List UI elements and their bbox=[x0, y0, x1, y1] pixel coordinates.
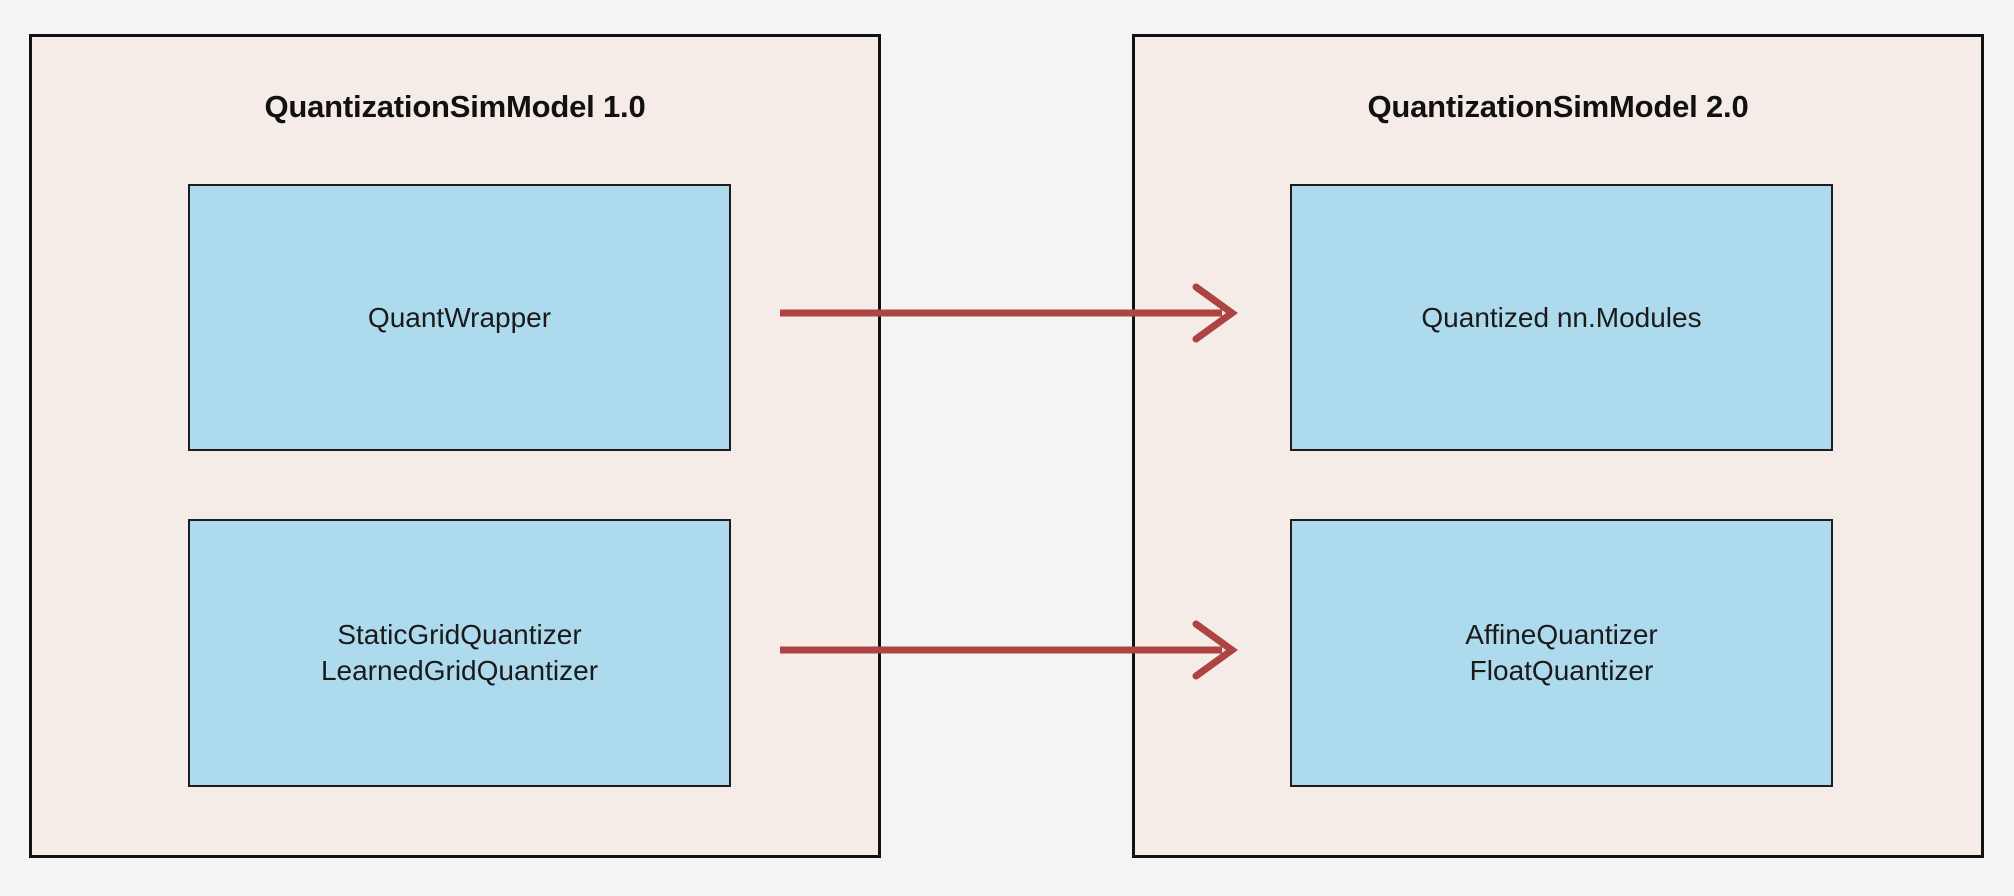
node-label-affine-float-quantizers: AffineQuantizer FloatQuantizer bbox=[1465, 619, 1658, 686]
node-label-grid-quantizers: StaticGridQuantizer LearnedGridQuantizer bbox=[320, 619, 599, 686]
panel-quantizationsimmodel-2: QuantizationSimModel 2.0 Quantized nn.Mo… bbox=[1132, 34, 1984, 858]
panel-quantizationsimmodel-1: QuantizationSimModel 1.0 QuantWrapper St… bbox=[29, 34, 881, 858]
panel-title-v2: QuantizationSimModel 2.0 bbox=[1367, 89, 1749, 124]
node-box-quantwrapper[interactable]: QuantWrapper bbox=[188, 184, 731, 451]
node-box-affine-float-quantizers[interactable]: AffineQuantizer FloatQuantizer bbox=[1290, 519, 1833, 787]
node-box-grid-quantizers[interactable]: StaticGridQuantizer LearnedGridQuantizer bbox=[188, 519, 731, 787]
panel-title-v1: QuantizationSimModel 1.0 bbox=[264, 89, 646, 124]
node-label-quantwrapper: QuantWrapper bbox=[367, 301, 552, 333]
node-label-quantized-nn-modules: Quantized nn.Modules bbox=[1421, 301, 1702, 333]
node-box-quantized-nn-modules[interactable]: Quantized nn.Modules bbox=[1290, 184, 1833, 451]
